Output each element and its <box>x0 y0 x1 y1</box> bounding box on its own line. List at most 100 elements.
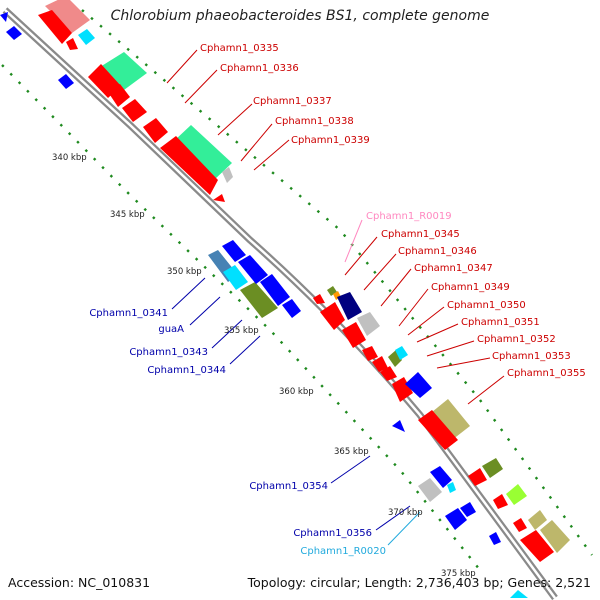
gene-label[interactable]: Cphamn1_0354 <box>249 481 328 492</box>
gene-arrow-r-g <box>282 299 301 318</box>
cog-block-0343 <box>240 282 278 318</box>
gene-label[interactable]: Cphamn1_R0020 <box>300 546 386 557</box>
accession-text: Accession: NC_010831 <box>8 575 151 590</box>
leader-0335 <box>166 49 198 84</box>
gene-label[interactable]: Cphamn1_0336 <box>220 63 299 74</box>
leader-0345 <box>344 236 378 276</box>
kbp-tick-label: 360 kbp <box>279 387 314 397</box>
gene-arrow-0356f <box>493 494 508 509</box>
gene-arrow-0357f <box>513 518 527 532</box>
gene-label[interactable]: Cphamn1_0352 <box>477 334 556 345</box>
gene-label[interactable]: Cphamn1_R0019 <box>366 211 452 222</box>
gene-arrow-0350 <box>380 366 397 381</box>
gene-label[interactable]: Cphamn1_0350 <box>447 300 526 311</box>
leader-0356 <box>375 505 411 531</box>
gene-arrow-0351 <box>392 377 413 402</box>
leader-0350 <box>407 306 445 336</box>
kbp-tick-labels: 340 kbp 345 kbp 350 kbp 355 kbp 360 kbp … <box>52 153 476 579</box>
gene-label[interactable]: Cphamn1_0344 <box>147 365 226 376</box>
kbp-tick-label: 370 kbp <box>388 508 423 518</box>
gene-arrow-0339 <box>160 136 218 195</box>
gene-label[interactable]: Cphamn1_0339 <box>291 135 370 146</box>
topology-text: Topology: circular; Length: 2,736,403 bp… <box>247 575 591 590</box>
kbp-tick-label: 345 kbp <box>110 210 145 220</box>
gene-label[interactable]: Cphamn1_0353 <box>492 351 571 362</box>
gene-arrow-r-e <box>238 255 268 284</box>
gene-label[interactable]: Cphamn1_0335 <box>200 43 279 54</box>
gene-arrow-0355 <box>468 468 487 486</box>
inner-guide-arc <box>1 64 481 571</box>
page-title: Chlorobium phaeobacteroides BS1, complet… <box>110 8 490 24</box>
gene-label[interactable]: Cphamn1_0343 <box>129 347 208 358</box>
gene-label[interactable]: Cphamn1_0347 <box>414 263 493 274</box>
outer-guide-arc <box>81 9 593 556</box>
cog-block-0358 <box>540 520 570 553</box>
kbp-tick-label: 340 kbp <box>52 153 87 163</box>
cog-block-0339 <box>175 125 232 180</box>
cog-block-0355 <box>482 458 503 478</box>
cog-block-0352 <box>432 399 470 440</box>
leader-0352 <box>426 340 475 357</box>
kbp-guide-arcs <box>1 9 593 571</box>
leader-r0020 <box>387 511 421 546</box>
gene-label[interactable]: Cphamn1_0351 <box>461 317 540 328</box>
leader-0346 <box>363 253 397 291</box>
gene-arrow-0339b <box>213 194 225 202</box>
label-leaders <box>166 49 505 546</box>
leader-0347 <box>380 268 412 307</box>
gene-arrow-0349 <box>372 356 388 372</box>
leader-0341 <box>171 277 206 310</box>
cog-block-0357 <box>528 510 547 530</box>
gene-arrow-0347 <box>362 346 378 361</box>
gene-label[interactable]: guaA <box>158 324 184 335</box>
leader-0355 <box>467 375 505 405</box>
cog-block-0335 <box>45 0 90 33</box>
gene-arrow-r-a <box>0 12 8 22</box>
gene-label[interactable]: Cphamn1_0356 <box>293 528 372 539</box>
leader-0354 <box>330 455 371 484</box>
cog-blocks <box>45 0 570 598</box>
cog-block-0336 <box>100 52 147 90</box>
gene-arrow-r-h <box>405 372 432 398</box>
cog-block-0350 <box>395 346 408 360</box>
cog-block-0335b <box>78 29 95 45</box>
gene-label[interactable]: Cphamn1_0345 <box>381 229 460 240</box>
gene-arrow-0336b <box>108 84 130 107</box>
gene-label[interactable]: Cphamn1_0338 <box>275 116 354 127</box>
cog-block-0346 <box>357 312 380 336</box>
leader-0339 <box>253 139 290 171</box>
leader-guaA <box>189 296 221 326</box>
leader-0344 <box>229 335 261 365</box>
gene-label[interactable]: Cphamn1_0349 <box>431 282 510 293</box>
gene-arrow-r-i <box>392 420 405 432</box>
gene-arrow-r-l <box>460 502 476 517</box>
leader-0343 <box>211 319 243 349</box>
gene-arrow-0335 <box>38 10 72 44</box>
forward-genes <box>38 10 554 562</box>
leader-0337 <box>217 103 253 136</box>
gene-label[interactable]: Cphamn1_0341 <box>89 308 168 319</box>
gene-arrow-r-j <box>430 466 452 488</box>
gene-arrow-0346 <box>342 322 366 348</box>
gene-arrow-r-d <box>222 240 246 262</box>
gene-label[interactable]: Cphamn1_0337 <box>253 96 332 107</box>
leader-0349 <box>398 288 429 327</box>
gene-arrow-r-m <box>489 532 501 545</box>
kbp-tick-label: 365 kbp <box>334 447 369 457</box>
leader-r0019 <box>344 219 363 263</box>
cog-block-0356 <box>506 484 527 505</box>
gene-arrow-r-k <box>445 508 467 530</box>
leader-0338 <box>240 123 273 162</box>
gene-arrow-0335b <box>66 38 78 50</box>
gene-label[interactable]: Cphamn1_0355 <box>507 368 586 379</box>
cog-block-guaA <box>223 265 248 290</box>
kbp-tick-label: 355 kbp <box>224 326 259 336</box>
gene-arrow-0345 <box>320 302 345 330</box>
cog-block-bottom <box>510 590 528 598</box>
gene-arrow-r-c <box>58 74 74 89</box>
gene-label[interactable]: Cphamn1_0346 <box>398 246 477 257</box>
gene-arrow-r-b <box>6 26 22 40</box>
cog-block-0339b <box>222 167 233 183</box>
